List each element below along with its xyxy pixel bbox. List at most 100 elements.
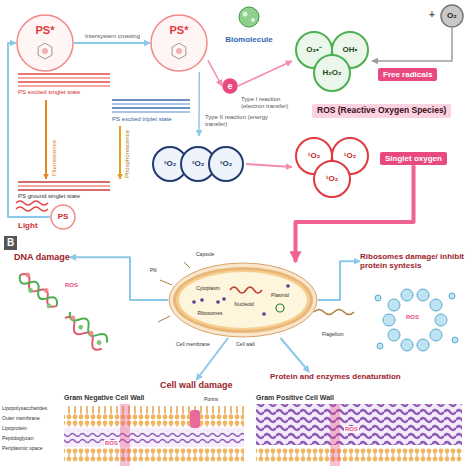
circle-part — [441, 5, 463, 27]
node-text: ³O₂ — [164, 159, 176, 168]
singlet-oxygen-cluster-outline — [292, 136, 372, 198]
part-label: Cell membrane — [176, 342, 210, 348]
energy-level-label: PS excited singlet state — [18, 89, 80, 96]
ros-mark: ROS — [405, 314, 420, 321]
node-text: O₂•⁻ — [306, 45, 322, 54]
node-text: ¹O₂ — [326, 174, 338, 183]
ros-mark: ROS — [64, 282, 79, 289]
nucleoid-dna — [230, 287, 262, 293]
ribosome-dot — [192, 300, 196, 304]
energy-level-label: PS ground singlet state — [18, 193, 80, 200]
excited-ps-circle-outline — [16, 14, 74, 72]
node-text: ROS (Reactive Oxygen Species) — [317, 106, 446, 116]
connector — [281, 338, 310, 372]
cell-wall-panel-outline — [60, 394, 246, 470]
ribosome-cluster — [375, 289, 458, 351]
singlet-oxygen-tag: Singlet oxygen — [380, 152, 447, 165]
molecule-symbol — [172, 43, 186, 59]
part-label: Outer membrane — [2, 416, 40, 422]
dna-helix — [14, 268, 110, 352]
node-text: ¹O₂ — [344, 151, 356, 160]
node-text: Ribosomes damage/ inhibit protein syntes… — [360, 252, 466, 270]
excited-ps-circle-outline — [150, 14, 208, 72]
plus-sign: + — [429, 9, 435, 21]
node-text: PS* — [170, 24, 189, 37]
part-label: Lipopolysaccharides — [2, 406, 47, 412]
connector — [372, 28, 452, 61]
circle-part — [251, 18, 255, 22]
triplet-oxygen-cluster: ³O₂³O₂³O₂ — [150, 136, 246, 192]
ground-levels — [18, 182, 110, 190]
panel-letter: B — [4, 236, 17, 250]
node-text: Protein and enzymes denaturation — [270, 372, 401, 381]
node-text: Biomolecule — [225, 35, 273, 44]
damage-heading: Cell wall damage — [160, 380, 233, 390]
ground-ps-circle: PS — [50, 204, 76, 230]
circle-part — [314, 161, 350, 197]
node-text: Nucleoid — [234, 302, 253, 308]
circle-part — [17, 15, 73, 71]
connector — [198, 72, 200, 136]
edge-label: Type II reaction (energy transfer) — [204, 114, 270, 128]
connector — [74, 42, 150, 44]
node-text: ¹O₂ — [308, 151, 320, 160]
node-text: Singlet oxygen — [385, 154, 442, 163]
edge-label: Type I reaction (electron transfer) — [240, 96, 306, 110]
transition-label: Phosphorescence — [124, 130, 131, 178]
phosphorescence-arrow — [119, 126, 121, 179]
flagellum — [314, 310, 354, 315]
damage-heading: DNA damage — [14, 252, 70, 262]
node-text: Cytoplasm — [196, 286, 220, 292]
cell-membrane — [176, 270, 310, 330]
part-label: Peptidoglycan — [2, 436, 33, 442]
ros-mark: ROS — [344, 426, 359, 433]
node-text: Cell wall damage — [160, 380, 233, 390]
part-label: Periplasmic space — [2, 446, 43, 452]
part-label: Porins — [204, 397, 218, 403]
node-text: e — [227, 80, 232, 90]
ribosome-dot — [222, 297, 226, 301]
free-radicals-tag: Free radicals — [378, 68, 437, 81]
free-radical-cluster-outline — [292, 30, 372, 92]
node-text: OH• — [343, 45, 358, 54]
part-label: Flagellum — [322, 332, 344, 338]
bacterium-cell-outline — [168, 262, 318, 338]
molecule-symbol — [38, 43, 52, 59]
cytoplasm — [179, 272, 307, 328]
circle-part — [209, 147, 243, 181]
triplet-levels — [112, 100, 190, 112]
circle-part — [223, 79, 237, 93]
transition-label: Fluorescence — [51, 140, 58, 176]
light-waves — [16, 201, 48, 211]
node-text: Plasmid — [271, 293, 289, 299]
connector — [246, 164, 292, 167]
circle-part — [243, 12, 248, 17]
biomolecule: Biomolecule — [214, 4, 284, 48]
part-label: Capsule — [196, 252, 214, 258]
node-text: ³O₂ — [192, 159, 204, 168]
oxygen-molecule: O₂ — [440, 4, 464, 28]
ribosome-dot — [200, 298, 204, 302]
circle-part — [239, 7, 259, 27]
circle-part — [151, 15, 207, 71]
node-text: Ribosomes — [197, 311, 222, 317]
node-text: PS — [58, 212, 69, 221]
singlet-oxygen-cluster: ¹O₂ ¹O₂ ¹O₂ — [292, 136, 372, 198]
part-label: Lipoprotein — [2, 426, 27, 432]
ros-mark: ROS — [104, 440, 119, 447]
node-text: DNA damage — [14, 252, 70, 262]
ribosome-dot — [286, 284, 290, 288]
cell-wall — [173, 267, 313, 333]
singlet-levels — [18, 74, 110, 86]
ribosome-dot — [262, 312, 266, 316]
plasmid — [276, 304, 284, 312]
capsule — [169, 263, 317, 337]
excited-ps-circle: PS* — [16, 14, 74, 72]
light-label: Light — [18, 221, 38, 230]
panel-heading: Gram Positive Cell Wall — [256, 394, 462, 402]
node-text: H₂O₂ — [322, 68, 341, 77]
part-label: Cell wall — [236, 342, 255, 348]
electron: e — [222, 78, 238, 94]
circle-part — [314, 55, 350, 91]
